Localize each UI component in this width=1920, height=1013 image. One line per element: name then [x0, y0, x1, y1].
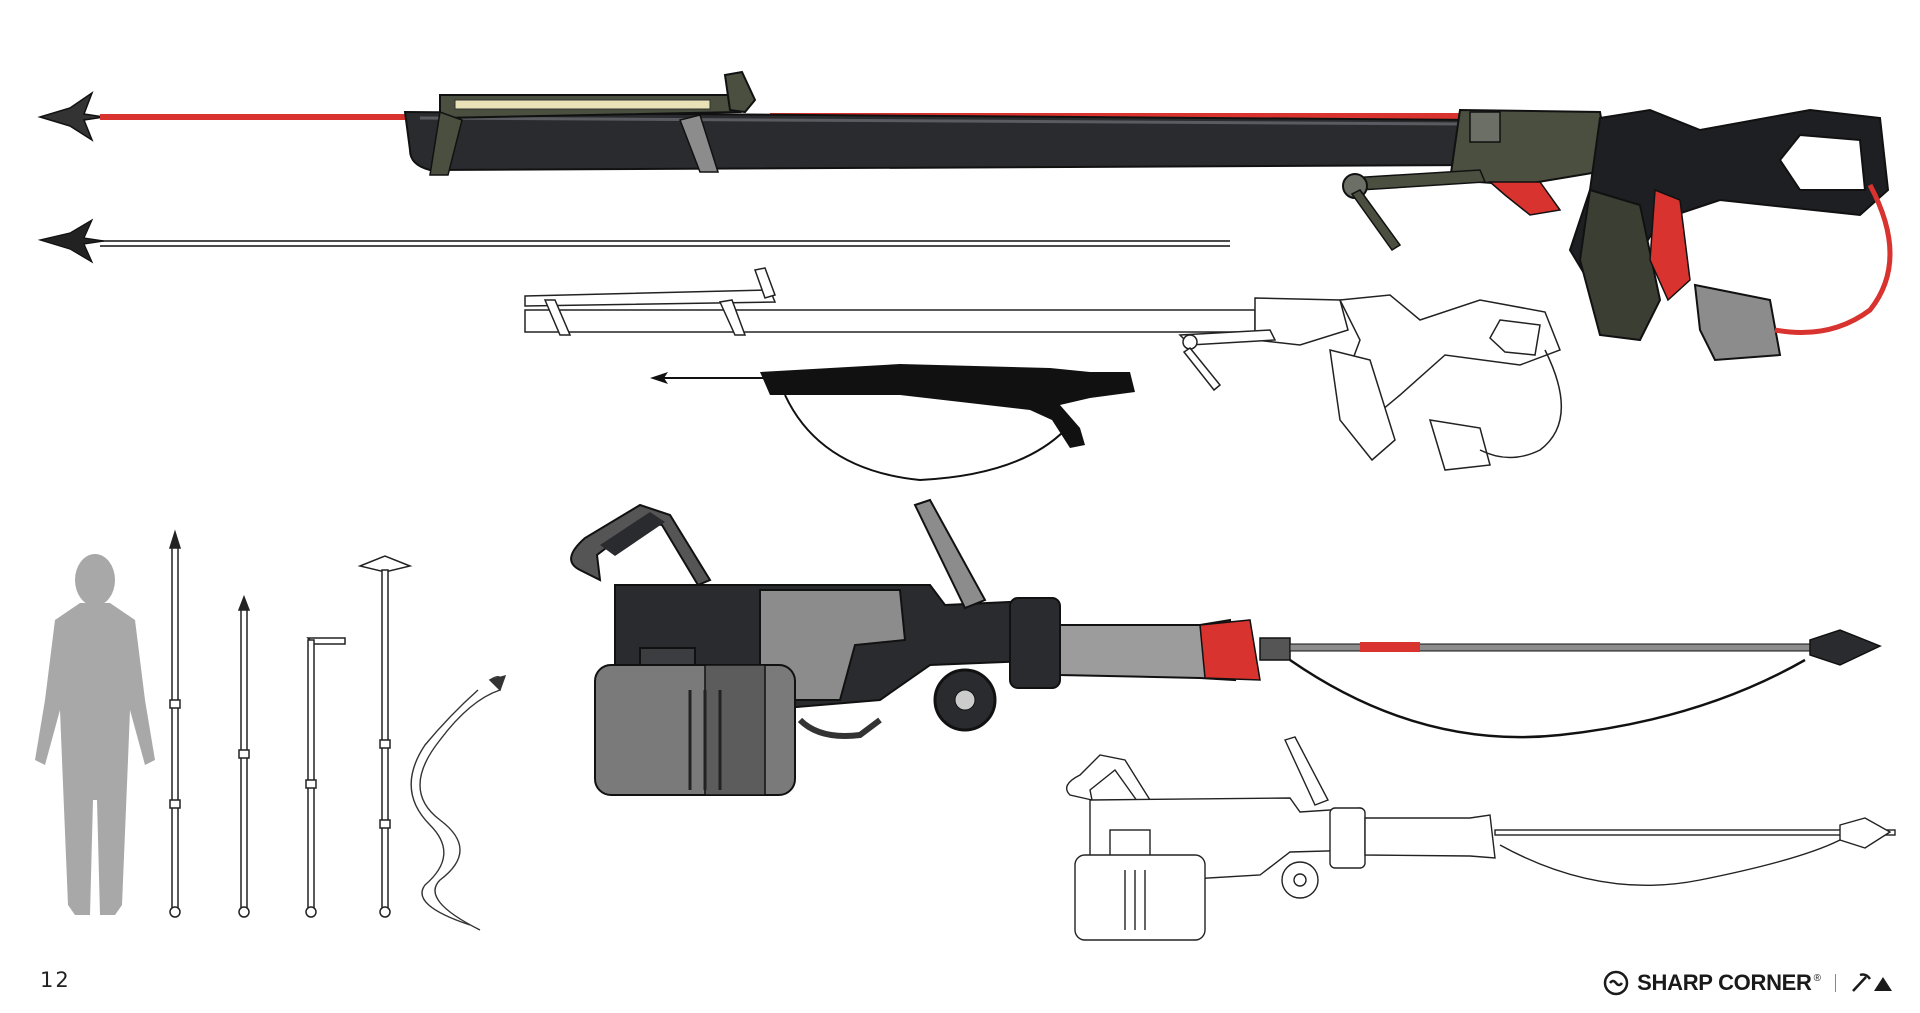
brand-footer: SHARP CORNER ® — [1603, 970, 1896, 996]
harpoon-rifle-line-drawing — [524, 267, 1563, 471]
heavy-harpoon-launcher-line-drawing — [1066, 736, 1896, 941]
page-number: 12 — [40, 968, 71, 992]
eel-sketch — [410, 674, 507, 931]
pick-and-mountain-icon — [1852, 973, 1892, 992]
human-scale-silhouette — [35, 554, 155, 915]
sharp-corner-logo-icon — [1603, 970, 1629, 996]
harpoon-spear — [37, 218, 1230, 264]
harpoon-gun-silhouette — [650, 364, 1135, 482]
brand-name: SHARP CORNER — [1637, 970, 1812, 995]
heavy-harpoon-launcher-color-render — [570, 498, 1882, 796]
spear-variants — [168, 529, 413, 918]
brand-divider — [1835, 974, 1836, 992]
harpoon-rifle-color-render — [37, 70, 1893, 362]
registered-mark: ® — [1813, 972, 1821, 984]
